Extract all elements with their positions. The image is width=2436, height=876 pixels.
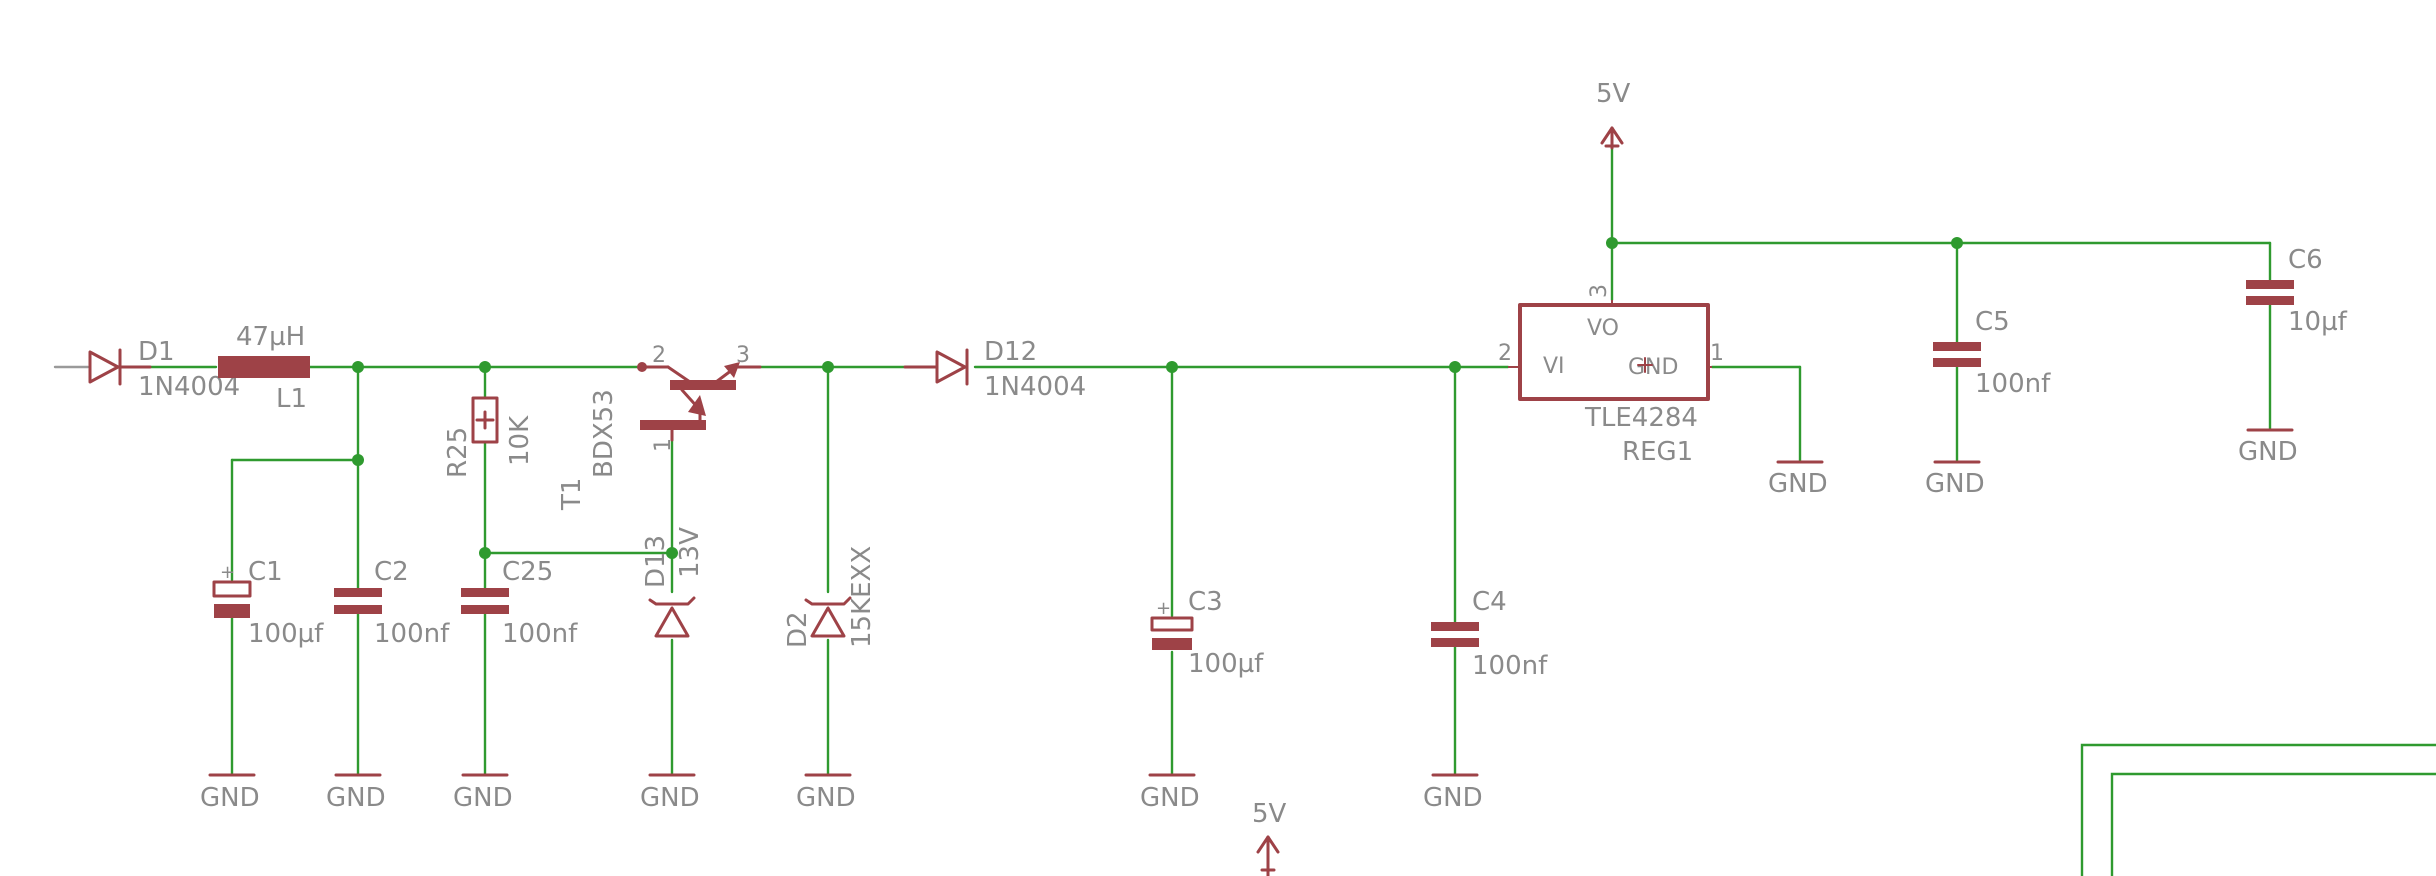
gnd-label: GND — [1925, 469, 1985, 499]
gnd-label: GND — [200, 783, 260, 813]
diode-d1[interactable]: D1 1N4004 — [88, 337, 240, 402]
d12-value: 1N4004 — [984, 372, 1086, 402]
reg-pinnum-1: 1 — [1710, 341, 1724, 366]
c5-name: C5 — [1975, 307, 2010, 337]
gnd-label: GND — [2238, 437, 2298, 467]
t1-value: BDX53 — [589, 389, 619, 478]
c3-value: 100µf — [1188, 649, 1264, 679]
c2-value: 100nf — [374, 619, 450, 649]
transistor-t1[interactable]: 2 3 1 BDX53 T1 — [557, 343, 762, 511]
reg-type: TLE4284 — [1584, 403, 1698, 433]
gnd-d2[interactable]: GND — [796, 773, 856, 813]
reg-pinnum-3: 3 — [1587, 284, 1612, 298]
reg-pin-vi: VI — [1543, 354, 1565, 379]
r25-name: R25 — [443, 427, 473, 478]
capacitor-c3[interactable]: + C3 100µf — [1150, 587, 1264, 679]
d13-value: 13V — [675, 527, 705, 578]
supply-5v-top[interactable]: 5V — [1596, 79, 1631, 150]
gnd-label: GND — [1768, 469, 1828, 499]
c4-value: 100nf — [1472, 651, 1548, 681]
junctions — [352, 237, 1963, 559]
gnd-c2[interactable]: GND — [326, 773, 386, 813]
gnd-c1[interactable]: GND — [200, 773, 260, 813]
capacitor-c2[interactable]: C2 100nf — [334, 557, 450, 649]
gnd-reg1[interactable]: GND — [1768, 460, 1828, 499]
reg-pinnum-2: 2 — [1498, 341, 1512, 366]
gnd-c3[interactable]: GND — [1140, 773, 1200, 813]
inductor-l1[interactable]: 47µH L1 — [218, 322, 310, 414]
capacitor-c6[interactable]: C6 10µf — [2246, 245, 2348, 337]
gnd-label: GND — [796, 783, 856, 813]
supply-5v-bottom[interactable]: 5V — [1252, 799, 1287, 876]
c4-name: C4 — [1472, 587, 1507, 617]
r25-value: 10K — [505, 415, 535, 466]
l1-name: L1 — [276, 384, 307, 414]
zener-d13[interactable]: D13 13V — [641, 527, 705, 638]
t1-pin2: 2 — [652, 343, 666, 368]
d2-value: 15KEXX — [847, 546, 877, 648]
regulator-reg1[interactable]: VO VI GND 3 2 1 TLE4284 REG1 — [1498, 284, 1724, 467]
c6-name: C6 — [2288, 245, 2323, 275]
capacitor-c25[interactable]: C25 100nf — [461, 557, 578, 649]
gnd-label: GND — [1140, 783, 1200, 813]
gnd-label: GND — [1423, 783, 1483, 813]
svg-text:+: + — [1156, 598, 1171, 619]
capacitor-c1[interactable]: + C1 100µf — [212, 557, 324, 649]
wires — [53, 146, 2436, 876]
reg-pin-vo: VO — [1587, 316, 1619, 341]
svg-text:+: + — [220, 562, 235, 583]
supply-bottom-label: 5V — [1252, 799, 1287, 829]
c5-value: 100nf — [1975, 369, 2051, 399]
diode-d12[interactable]: D12 1N4004 — [903, 337, 1086, 402]
gnd-label: GND — [453, 783, 513, 813]
c2-name: C2 — [374, 557, 409, 587]
gnd-c5[interactable]: GND — [1925, 460, 1985, 499]
gnd-c25[interactable]: GND — [453, 773, 513, 813]
c25-value: 100nf — [502, 619, 578, 649]
gnd-c6[interactable]: GND — [2238, 428, 2298, 467]
c6-value: 10µf — [2288, 307, 2348, 337]
d1-name: D1 — [138, 337, 175, 367]
gnd-label: GND — [640, 783, 700, 813]
t1-name: T1 — [557, 478, 587, 511]
l1-value: 47µH — [236, 322, 305, 352]
gnd-c4[interactable]: GND — [1423, 773, 1483, 813]
capacitor-c5[interactable]: C5 100nf — [1933, 307, 2051, 399]
zener-d2[interactable]: D2 15KEXX — [783, 546, 877, 648]
gnd-d13[interactable]: GND — [640, 773, 700, 813]
c1-value: 100µf — [248, 619, 324, 649]
supply-top-label: 5V — [1596, 79, 1631, 109]
reg-name: REG1 — [1622, 437, 1693, 467]
gnd-label: GND — [326, 783, 386, 813]
d12-name: D12 — [984, 337, 1037, 367]
c1-name: C1 — [248, 557, 283, 587]
resistor-r25[interactable]: R25 10K — [443, 396, 535, 478]
d2-name: D2 — [783, 611, 813, 648]
c3-name: C3 — [1188, 587, 1223, 617]
t1-pin1: 1 — [651, 438, 676, 452]
capacitor-c4[interactable]: C4 100nf — [1431, 587, 1548, 681]
c25-name: C25 — [502, 557, 553, 587]
reg-pin-gnd: GND — [1628, 355, 1678, 380]
d13-name: D13 — [641, 535, 671, 588]
t1-pin3: 3 — [736, 343, 750, 368]
